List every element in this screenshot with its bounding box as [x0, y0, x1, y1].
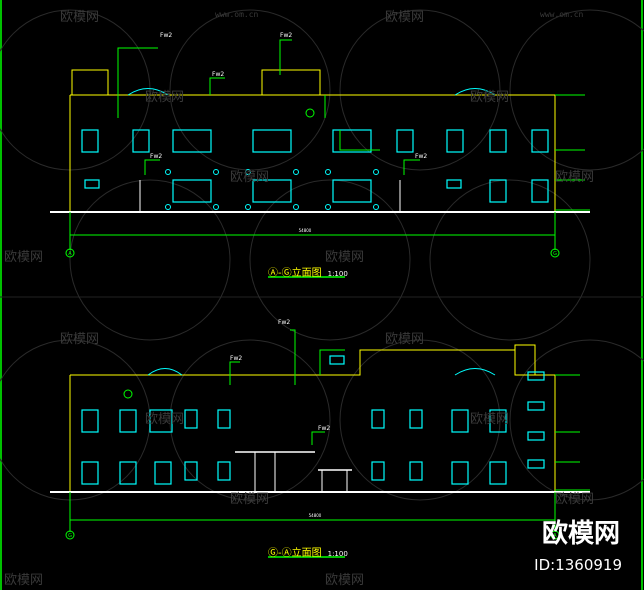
lower-scale: 1:100	[327, 550, 348, 558]
watermark-text: 欧模网	[385, 332, 425, 347]
watermark-text: 欧模网	[555, 170, 595, 185]
lower-roofline	[70, 349, 555, 376]
upper-window-dots	[165, 169, 379, 210]
watermark-text: 欧模网	[4, 250, 44, 265]
upper-windows	[81, 129, 549, 203]
lower-axis-left-label: G	[68, 533, 72, 539]
watermark-url: www.om.cn	[540, 10, 584, 19]
upper-title-text: Ⓐ-Ⓖ立面图	[268, 268, 322, 279]
watermark-url: www.om.cn	[215, 10, 259, 19]
lower-windows	[81, 355, 545, 485]
upper-tag-4: Fw2	[150, 153, 162, 160]
upper-axis-left-label: A	[68, 251, 72, 257]
upper-tag-5: Fw2	[415, 153, 427, 160]
upper-tag-2: Fw2	[280, 32, 292, 39]
lower-drawing-title: Ⓖ-Ⓐ立面图 1:100	[268, 544, 348, 559]
lower-axis-right-label: A	[553, 533, 557, 539]
watermark-text: 欧模网	[230, 492, 270, 507]
brand-id: ID:1360919	[534, 556, 622, 574]
watermark-text: 欧模网	[470, 90, 510, 105]
watermark-text: 欧模网	[60, 10, 100, 25]
watermark-text: 欧模网	[230, 170, 270, 185]
upper-tag-3: Fw2	[212, 71, 224, 78]
watermark-text: 欧模网	[145, 412, 185, 427]
upper-axis-right-label: G	[553, 251, 557, 257]
lower-title-text: Ⓖ-Ⓐ立面图	[268, 548, 322, 559]
lower-elevation: 54800 G A Fw2 Fw2 Fw2	[50, 319, 590, 540]
watermark-text: 欧模网	[325, 573, 365, 588]
watermark-text: 欧模网	[385, 10, 425, 25]
upper-drawing-title: Ⓐ-Ⓖ立面图 1:100	[268, 264, 348, 279]
watermark-text: 欧模网	[325, 250, 365, 265]
watermark-text: 欧模网	[470, 412, 510, 427]
watermark-text: 欧模网	[4, 573, 44, 588]
watermark-text: 欧模网	[145, 90, 185, 105]
upper-scale: 1:100	[327, 270, 348, 278]
lower-tag-3: Fw2	[318, 425, 330, 432]
upper-tag-1: Fw2	[160, 32, 172, 39]
upper-elevation: 54800 A G	[50, 32, 590, 258]
upper-total-dimension: 54800	[299, 228, 312, 233]
lower-total-dimension: 54800	[309, 513, 322, 518]
watermark-text: 欧模网	[60, 332, 100, 347]
brand-logo-text: 欧模网	[541, 519, 620, 549]
watermark-text: 欧模网	[555, 492, 595, 507]
lower-tag-2: Fw2	[230, 355, 242, 362]
lower-tag-1: Fw2	[278, 319, 290, 326]
